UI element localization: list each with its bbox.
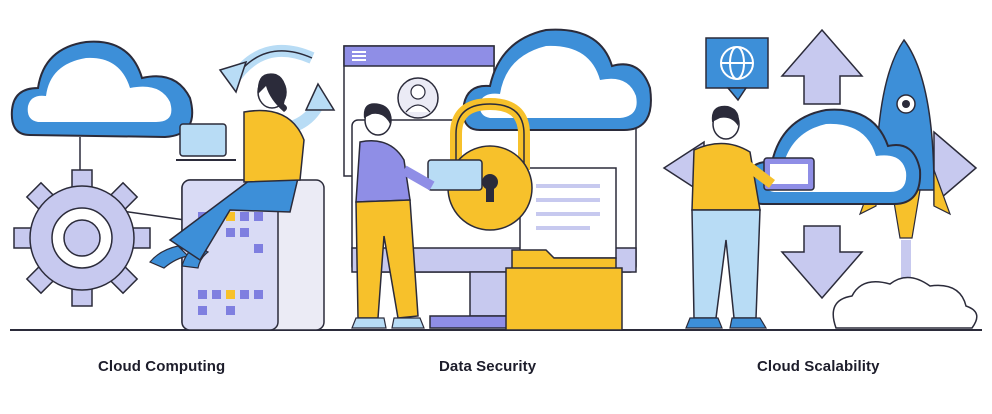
data-security-illustration xyxy=(343,28,652,331)
caption-cloud-scalability: Cloud Scalability xyxy=(757,358,880,375)
man-figure xyxy=(685,105,815,329)
cloud-icon xyxy=(462,28,652,131)
smoke-cloud xyxy=(832,276,978,329)
ground-line xyxy=(10,329,982,331)
document-icon xyxy=(519,167,617,259)
caption-data-security: Data Security xyxy=(439,358,537,375)
folder-icon xyxy=(505,249,623,331)
man-figure xyxy=(351,103,483,329)
cloud-icon xyxy=(10,40,194,139)
caption-cloud-computing: Cloud Computing xyxy=(98,358,226,375)
gear-icon xyxy=(13,169,151,307)
globe-icon xyxy=(705,37,769,102)
cloud-scalability-illustration xyxy=(662,28,978,329)
cloud-computing-illustration xyxy=(10,40,336,331)
woman-figure xyxy=(149,73,305,269)
